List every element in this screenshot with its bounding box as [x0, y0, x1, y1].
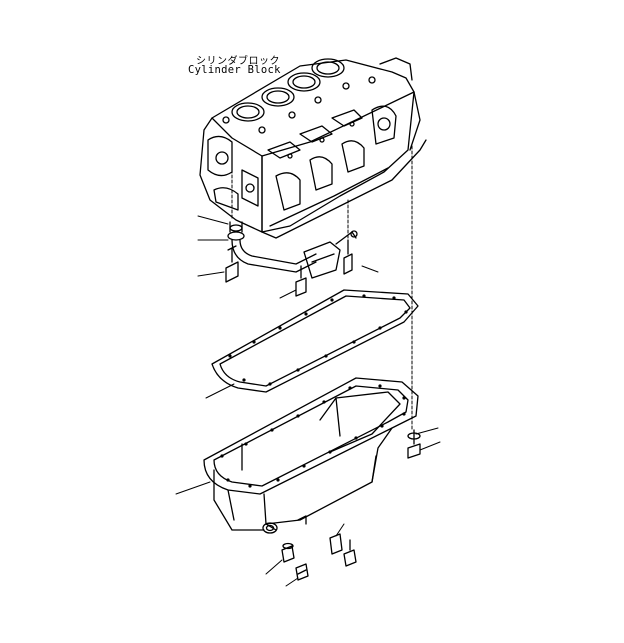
oil-pan-gasket [212, 290, 418, 392]
oil-pan [204, 378, 418, 533]
lower-fasteners [282, 430, 420, 580]
cylinder-block [200, 58, 426, 238]
upper-fasteners [226, 222, 352, 296]
alignment-lines [232, 146, 412, 430]
leader-lines [176, 216, 440, 586]
cylinder-block-label-jp: シリンダブロック [196, 56, 280, 67]
cylinder-block-label-en: Cylinder Block [188, 64, 281, 76]
oil-suction-tube [232, 231, 357, 278]
